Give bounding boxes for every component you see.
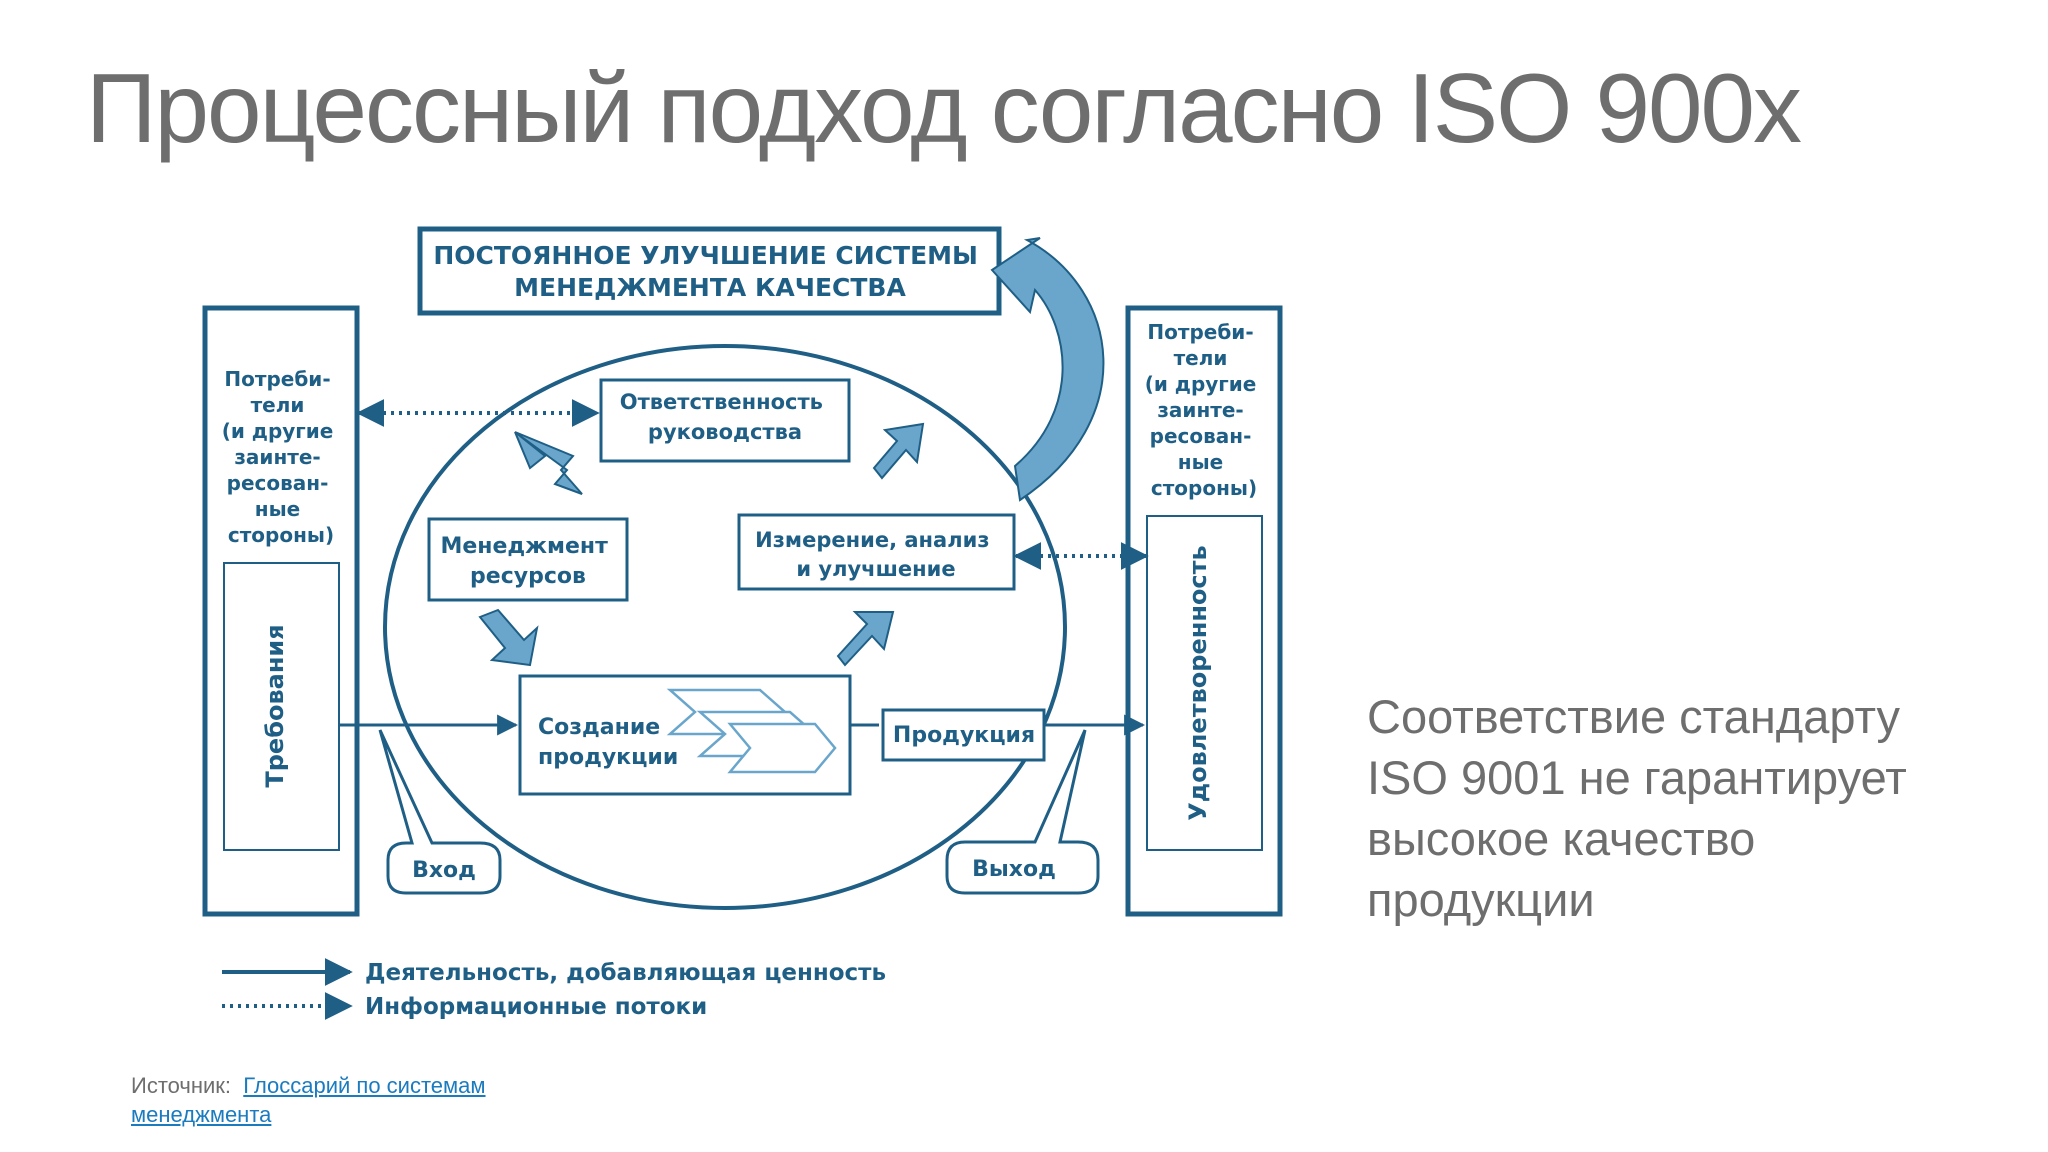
improvement-curved-arrow bbox=[990, 237, 1105, 502]
top-box-line-2: МЕНЕДЖМЕНТА КАЧЕСТВА bbox=[514, 273, 906, 302]
source-link[interactable]: Глоссарий по системам менеджмента bbox=[131, 1073, 486, 1127]
source-label: Источник: bbox=[131, 1073, 232, 1098]
arrow-measurement-to-responsibility bbox=[872, 422, 925, 480]
management-responsibility-box bbox=[599, 378, 851, 463]
side-note-line: Соответствие стандарту bbox=[1367, 690, 1900, 743]
source-citation: Источник: Глоссарий по системам менеджме… bbox=[131, 1071, 591, 1129]
input-callout bbox=[378, 729, 502, 895]
output-callout bbox=[945, 729, 1100, 895]
requirements-label: Требования bbox=[261, 624, 289, 787]
process-ellipse bbox=[383, 344, 1067, 910]
legend-dotted-label: Информационные потоки bbox=[365, 994, 707, 1020]
page-title: Процессный подход согласно ISO 900x bbox=[86, 53, 1802, 163]
side-note: Соответствие стандарту ISO 9001 не гаран… bbox=[1367, 686, 2007, 930]
process-chevrons bbox=[666, 688, 837, 774]
arrow-resources-to-creation bbox=[478, 608, 539, 667]
side-note-line: ISO 9001 не гарантирует bbox=[1367, 751, 1907, 804]
svg-text:Менеджмент ресурсов: Менеджмент ресурсов bbox=[440, 534, 615, 589]
legend-solid-label: Деятельность, добавляющая ценность bbox=[365, 960, 886, 986]
input-label: Вход bbox=[412, 858, 476, 883]
top-box-line-1: ПОСТОЯННОЕ УЛУЧШЕНИЕ СИСТЕМЫ bbox=[433, 241, 978, 270]
satisfaction-box bbox=[1146, 515, 1263, 851]
requirements-box bbox=[223, 562, 340, 851]
continual-improvement-box bbox=[417, 226, 1002, 316]
svg-text:Ответственность руководств: Ответственность руководства bbox=[620, 390, 831, 444]
arrow-responsibility-to-resources bbox=[514, 431, 583, 495]
side-note-line: высокое качество bbox=[1367, 812, 1756, 865]
svg-text:ПОСТОЯННОЕ УЛУЧШЕНИЕ СИСТЕМЫ: ПОСТОЯННОЕ УЛУЧШЕНИЕ СИСТЕМЫ МЕНЕДЖМЕНТА… bbox=[433, 241, 986, 302]
side-note-line: продукции bbox=[1367, 873, 1595, 926]
resource-management-box bbox=[427, 517, 629, 602]
svg-text:Продукция: Продукция bbox=[893, 723, 1035, 748]
arrow-creation-to-measurement bbox=[836, 611, 895, 667]
svg-text:Создание продукции: Создание продукции bbox=[538, 715, 678, 770]
left-stakeholders-label: Потреби- тели (и другие заинте- ресован-… bbox=[222, 367, 341, 547]
right-stakeholders-label: Потреби- тели (и другие заинте- ресован-… bbox=[1145, 320, 1264, 500]
output-label: Выход bbox=[972, 857, 1056, 882]
satisfaction-label: Удовлетворенность bbox=[1184, 545, 1212, 820]
product-box bbox=[881, 708, 1046, 762]
svg-text:Измерение, анализ и улучше: Измерение, анализ и улучшение bbox=[755, 528, 997, 581]
